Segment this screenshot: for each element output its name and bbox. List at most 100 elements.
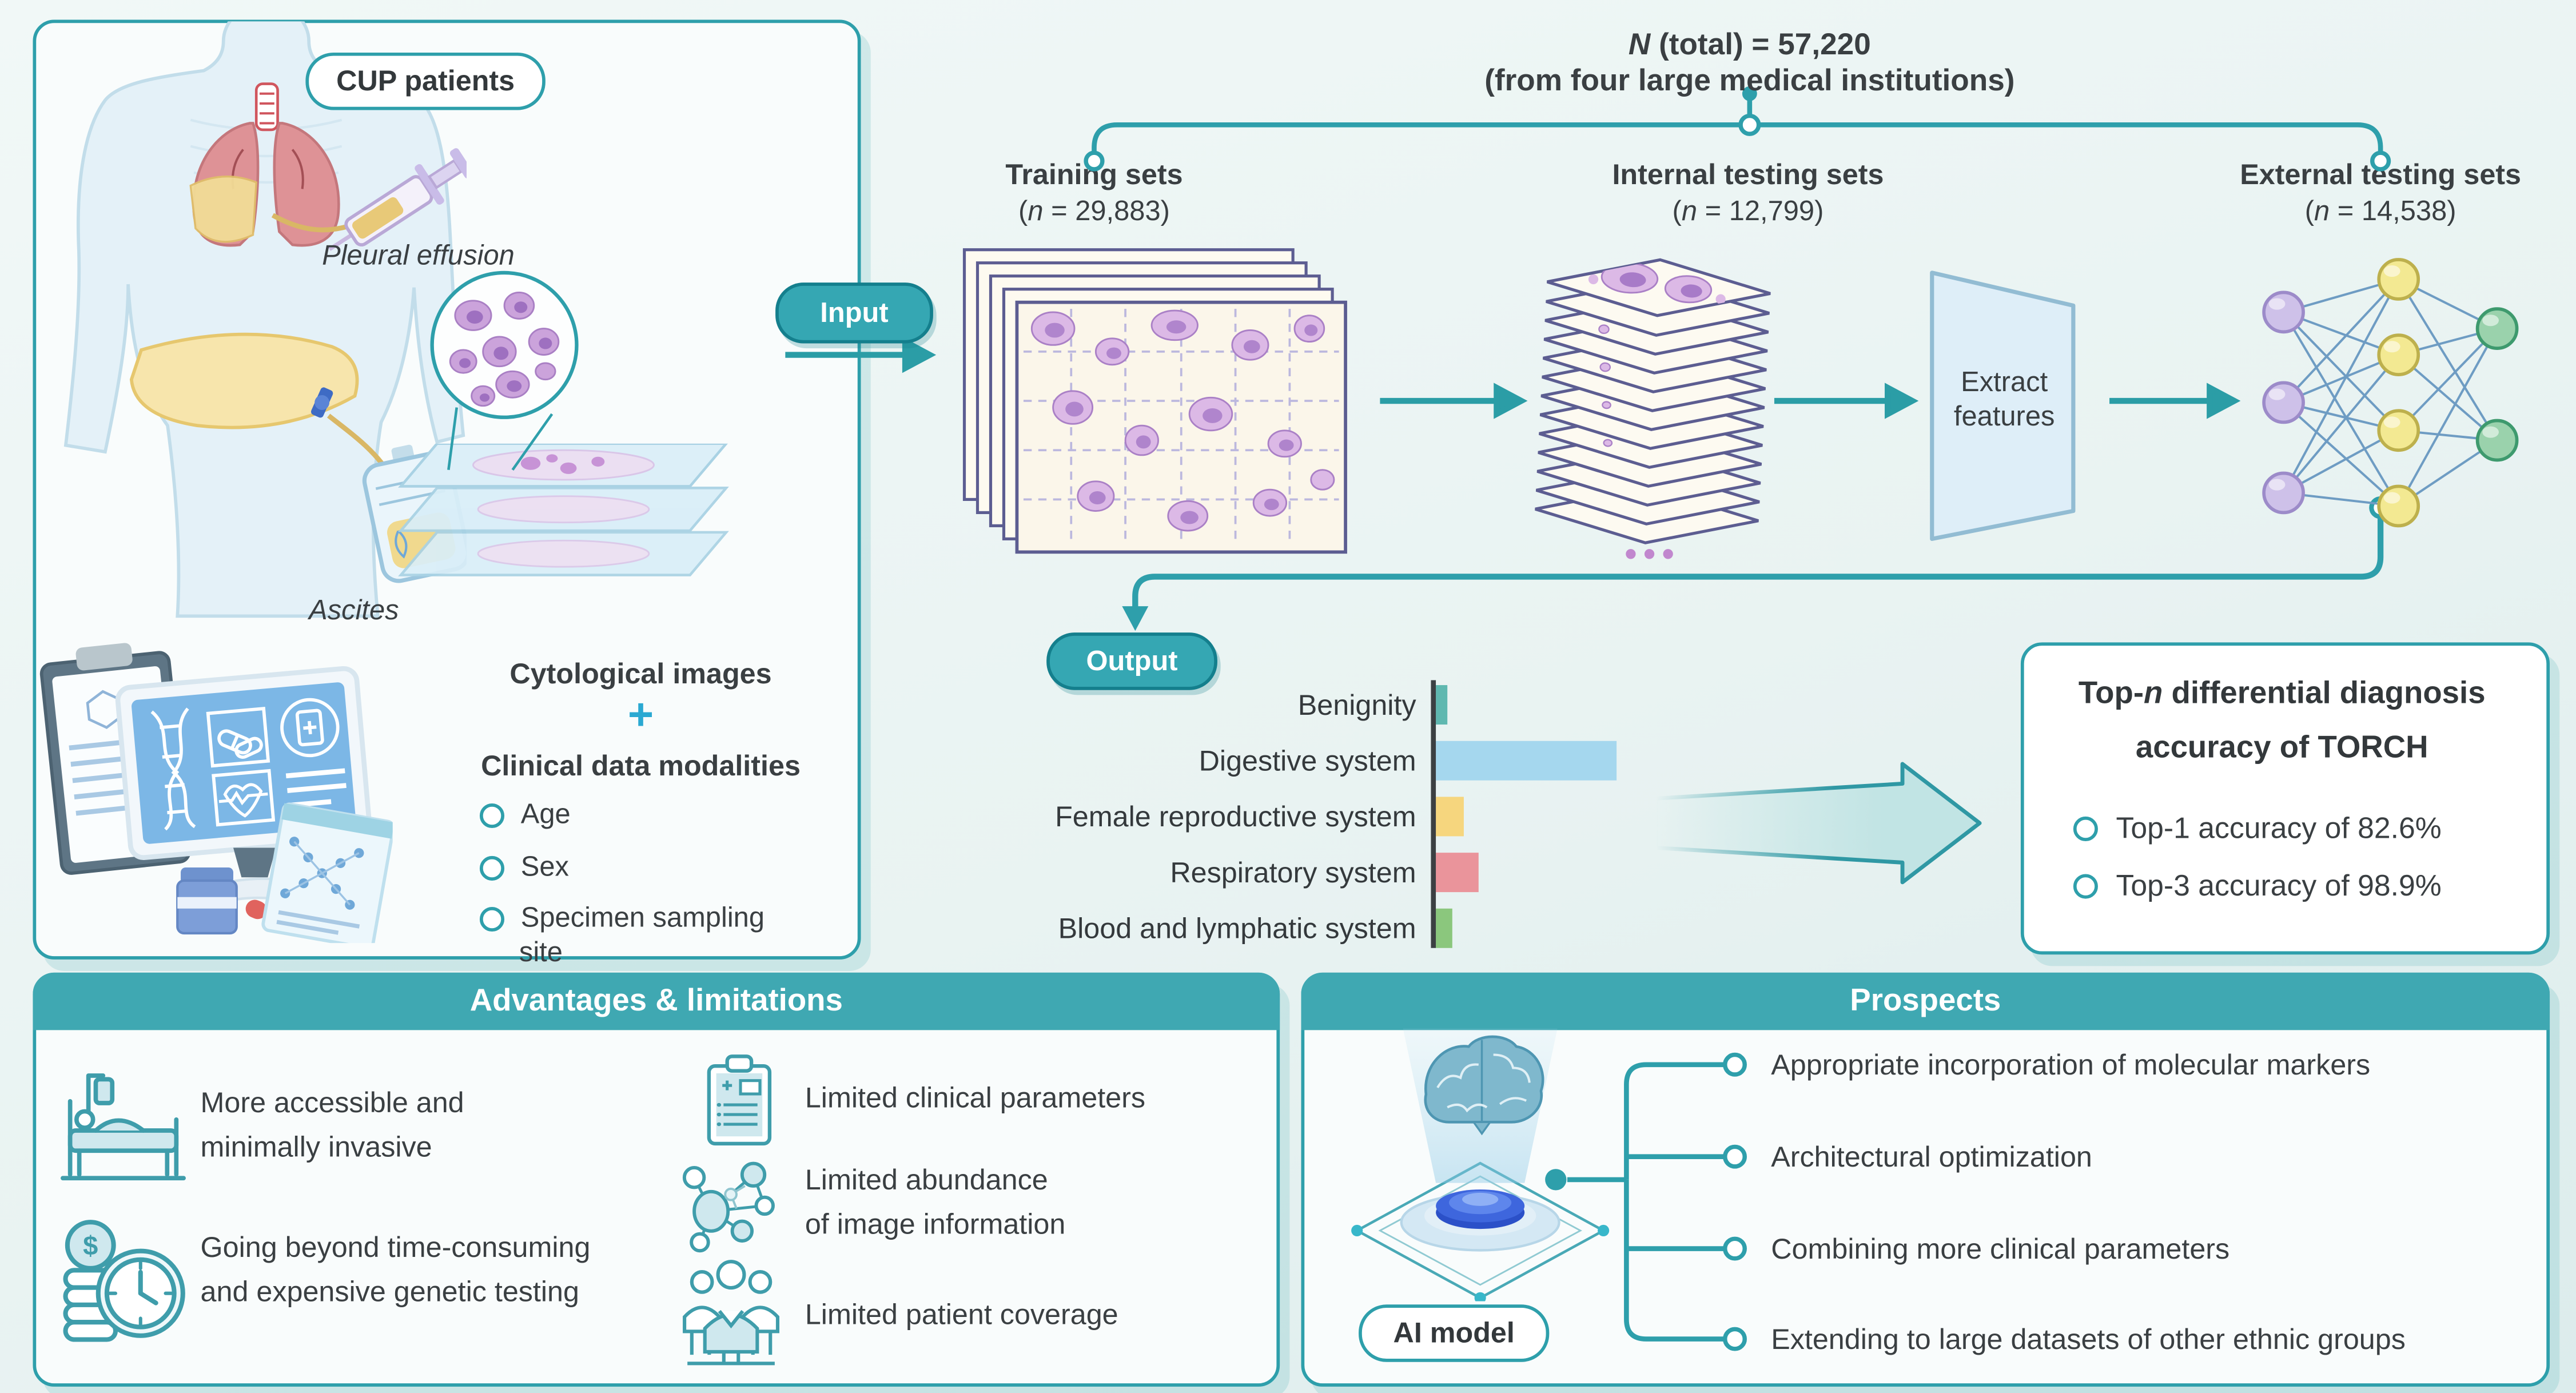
bar-label-female: Female reproductive system: [1055, 800, 1416, 833]
output-arrowhead: [1122, 606, 1149, 631]
patients-icon: [683, 1260, 780, 1366]
cytological-images-label: Cytological images: [509, 657, 772, 690]
monitor-stand: [233, 847, 276, 878]
bar-label-digestive: Digestive system: [1199, 744, 1416, 777]
external-set-n: (n = 14,538): [2304, 195, 2456, 227]
drain-tap-icon: [310, 387, 333, 418]
bullet-specimen: Specimen sampling: [479, 902, 765, 934]
pleural-effusion-region: [189, 176, 258, 243]
training-set-n: (n = 29,883): [1018, 195, 1170, 227]
pile-ellipsis: •••: [1625, 535, 1681, 574]
prospect-item-2: Architectural optimization: [1771, 1140, 2092, 1173]
clinical-data-illustration: [39, 643, 393, 944]
pleural-effusion-label: Pleural effusion: [322, 240, 515, 272]
prospects-tree: [1567, 1062, 1723, 1342]
extract-features-shape: [1930, 270, 2076, 541]
nn-edges: [2282, 278, 2498, 507]
total-count-line2: (from four large medical institutions): [1484, 62, 2015, 97]
pill-bottle-icon: [176, 867, 238, 935]
bar-label-benignity: Benignity: [1297, 688, 1416, 722]
ai-model-pill: AI model: [1359, 1304, 1550, 1362]
dataset-bracket: [1092, 100, 2383, 153]
topn-bullet-1: Top-1 accuracy of 82.6%: [2073, 811, 2442, 846]
internal-set-label: Internal testing sets: [1612, 157, 1884, 191]
bar-label-respiratory: Respiratory system: [1170, 855, 1416, 889]
prospect-node-4: [1723, 1327, 1747, 1351]
patient-body-illustration: [63, 21, 467, 618]
ascites-region: [129, 332, 359, 429]
result-arrow: [1654, 762, 1982, 885]
bar-female: [1436, 797, 1463, 837]
prospect-node-3: [1723, 1236, 1747, 1261]
prospect-node-2: [1723, 1144, 1747, 1169]
bullet-specimen-line2: site: [519, 936, 563, 968]
flow-arrow-1: [1380, 383, 1528, 419]
molecule-icon: [682, 1161, 775, 1253]
bar-digestive: [1436, 741, 1617, 781]
limitation-1-text: Limited clinical parameters: [805, 1081, 1146, 1114]
chart-axis-line: [1431, 680, 1435, 948]
bracket-node-external: [2370, 150, 2391, 172]
slide-3: [398, 531, 729, 576]
cost-time-icon: $: [63, 1220, 185, 1342]
pile-top-cells: [1588, 262, 1726, 304]
prospect-node-1: [1723, 1052, 1747, 1077]
flow-arrow-2: [1774, 383, 1919, 419]
dna-report-document: [261, 802, 393, 944]
output-route-line: [1132, 518, 2384, 608]
bullet-ring-icon: [479, 802, 505, 827]
svg-text:$: $: [83, 1230, 98, 1260]
bar-benignity: [1436, 685, 1447, 725]
topn-accuracy-box: [2020, 642, 2550, 955]
nn-input-nodes: [2262, 290, 2305, 515]
dna-graphic: [150, 707, 196, 831]
bullet-sex: Sex: [479, 851, 569, 883]
plus-sign: +: [627, 690, 654, 739]
advantages-panel: Advantages & limitations: [33, 972, 1280, 1387]
input-button: Input: [775, 282, 933, 344]
cup-patients-pill: CUP patients: [305, 52, 546, 110]
bullet-age: Age: [479, 798, 571, 831]
limitation-3-text: Limited patient coverage: [805, 1298, 1118, 1331]
bullet-ring-icon: [2073, 816, 2098, 842]
input-arrow: [785, 336, 937, 373]
lungs-illustration: [189, 82, 340, 247]
bracket-top-dot: [1742, 86, 1757, 101]
magnified-cells: [449, 291, 560, 407]
training-image-stack: [962, 248, 1347, 554]
bracket-node-center: [1738, 113, 1761, 136]
clipboard-icon: [707, 1054, 772, 1146]
advantages-header: Advantages & limitations: [33, 972, 1280, 1030]
total-count-line1: N (total) = 57,220: [1628, 26, 1871, 61]
cytology-tile: [1015, 300, 1347, 554]
magnifier-icon: [430, 270, 579, 471]
hospital-bed-icon: [60, 1073, 186, 1181]
topn-title-line1: Top-n differential diagnosis: [2078, 676, 2486, 712]
prospects-root-dot: [1545, 1169, 1567, 1191]
bullet-ring-icon: [2073, 874, 2098, 899]
bar-label-blood: Blood and lymphatic system: [1058, 912, 1416, 945]
topn-bullet-2: Top-3 accuracy of 98.9%: [2073, 869, 2442, 904]
nn-hidden-nodes: [2377, 258, 2420, 528]
prospect-item-3: Combining more clinical parameters: [1771, 1232, 2230, 1265]
bar-respiratory: [1436, 853, 1479, 893]
body-silhouette: [63, 21, 465, 618]
slide-1: [398, 443, 728, 488]
slide-stack: [398, 443, 729, 576]
prospect-item-4: Extending to large datasets of other eth…: [1771, 1322, 2406, 1356]
nn-output-nodes: [2475, 307, 2519, 462]
flow-arrow-3: [2109, 383, 2241, 419]
syringe-icon: [328, 148, 467, 251]
bullet-ring-icon: [479, 906, 505, 931]
ascites-label: Ascites: [309, 595, 399, 626]
prospect-item-1: Appropriate incorporation of molecular m…: [1771, 1048, 2371, 1081]
neural-network-illustration: [2262, 258, 2519, 528]
topn-title-line2: accuracy of TORCH: [2135, 731, 2428, 766]
bullet-ring-icon: [479, 855, 505, 880]
